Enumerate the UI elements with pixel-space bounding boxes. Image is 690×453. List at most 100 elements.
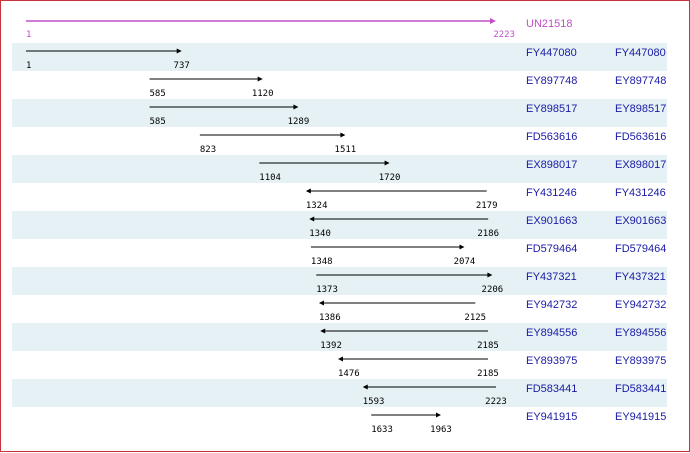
alignment-row: 1340 2186 EX901663 EX901663 [309,215,666,239]
arrowhead-right [176,48,182,54]
reference-end-label: 2223 [493,30,515,40]
start-position-label: 1104 [259,173,281,183]
accession-link[interactable]: EY898517 [526,103,577,115]
arrowhead-right [293,104,299,110]
alignment-rows: 1 737 FY447080 FY447080 585 1120 EY897748 EY897… [26,47,666,435]
accession-link-secondary[interactable]: EX901663 [615,215,666,227]
end-position-label: 2185 [477,341,499,351]
arrowhead-left [337,356,343,362]
alignment-row: 1476 2185 EY893975 EY893975 [337,355,666,379]
start-position-label: 1340 [309,229,331,239]
alignment-row: 585 1120 EY897748 EY897748 [149,75,666,99]
accession-link-secondary[interactable]: EY898517 [615,103,666,115]
row-background [12,99,667,127]
accession-link[interactable]: EY893975 [526,355,577,367]
accession-link-secondary[interactable]: EY942732 [615,299,666,311]
alignment-row: 1633 1963 EY941915 EY941915 [371,411,666,435]
reference-track: 1 2223 UN21518 [26,18,572,40]
accession-link-secondary[interactable]: EY897748 [615,75,666,87]
arrowhead-right [340,132,346,138]
accession-link[interactable]: FD563616 [526,131,577,143]
end-position-label: 737 [174,61,190,71]
start-position-label: 1392 [320,341,342,351]
end-position-label: 2074 [454,257,476,267]
alignment-row: 1392 2185 EY894556 EY894556 [320,327,666,351]
accession-link[interactable]: FY431246 [526,187,577,199]
end-position-label: 1720 [379,173,401,183]
start-position-label: 585 [150,89,166,99]
accession-link-secondary[interactable]: EY941915 [615,411,666,423]
alignment-row: 1348 2074 FD579464 FD579464 [310,243,666,267]
alignment-row: 1104 1720 EX898017 EX898017 [259,159,666,183]
alignment-row: 1593 2223 FD583441 FD583441 [362,383,666,407]
start-position-label: 1 [26,61,31,71]
alignment-row: 823 1511 FD563616 FD563616 [199,131,666,155]
accession-link-secondary[interactable]: FY431246 [615,187,666,199]
end-position-label: 2185 [477,369,499,379]
reference-id: UN21518 [526,18,572,30]
arrowhead-right [384,160,390,166]
alignment-row: 1373 2206 FY437321 FY437321 [316,271,666,295]
arrowhead-right [459,244,465,250]
accession-link[interactable]: FD583441 [526,383,577,395]
arrowhead-right [487,272,493,278]
accession-link-secondary[interactable]: EX898017 [615,159,666,171]
end-position-label: 1120 [252,89,274,99]
accession-link[interactable]: EX898017 [526,159,577,171]
row-background [12,379,667,407]
alignment-row: 1386 2125 EY942732 EY942732 [318,299,666,323]
arrowhead-left [320,328,326,334]
start-position-label: 1476 [338,369,360,379]
start-position-label: 1386 [319,313,341,323]
row-background [12,267,667,295]
accession-link-secondary[interactable]: FY437321 [615,271,666,283]
accession-link[interactable]: EY941915 [526,411,577,423]
row-backgrounds [12,43,667,407]
arrowhead-right [257,76,263,82]
arrowhead-left [305,188,311,194]
row-background [12,43,667,71]
accession-link-secondary[interactable]: FY447080 [615,47,666,59]
alignment-row: 1 737 FY447080 FY447080 [26,47,666,71]
end-position-label: 2223 [485,397,507,407]
accession-link-secondary[interactable]: FD579464 [615,243,666,255]
row-background [12,211,667,239]
end-position-label: 1963 [430,425,452,435]
start-position-label: 1373 [316,285,338,295]
accession-link-secondary[interactable]: EY894556 [615,327,666,339]
start-position-label: 585 [150,117,166,127]
accession-link-secondary[interactable]: EY893975 [615,355,666,367]
row-background [12,155,667,183]
arrowhead-left [362,384,368,390]
end-position-label: 2206 [482,285,504,295]
arrowhead-left [309,216,315,222]
accession-link-secondary[interactable]: FD563616 [615,131,666,143]
accession-link[interactable]: FY447080 [526,47,577,59]
end-position-label: 2179 [476,201,498,211]
end-position-label: 1289 [288,117,310,127]
accession-link[interactable]: FY437321 [526,271,577,283]
alignment-row: 1324 2179 FY431246 FY431246 [305,187,666,211]
accession-link[interactable]: FD579464 [526,243,577,255]
start-position-label: 1348 [311,257,333,267]
accession-link[interactable]: EX901663 [526,215,577,227]
start-position-label: 1633 [371,425,393,435]
accession-link[interactable]: EY942732 [526,299,577,311]
start-position-label: 1324 [306,201,328,211]
alignment-row: 585 1289 EY898517 EY898517 [149,103,666,127]
accession-link[interactable]: EY897748 [526,75,577,87]
reference-start-label: 1 [26,30,31,40]
accession-link-secondary[interactable]: FD583441 [615,383,666,395]
start-position-label: 823 [200,145,216,155]
arrowhead-right [436,412,442,418]
reference-arrowhead [490,18,496,24]
end-position-label: 1511 [335,145,357,155]
end-position-label: 2125 [464,313,486,323]
row-background [12,323,667,351]
accession-link[interactable]: EY894556 [526,327,577,339]
start-position-label: 1593 [363,397,385,407]
end-position-label: 2186 [477,229,499,239]
arrowhead-left [318,300,324,306]
